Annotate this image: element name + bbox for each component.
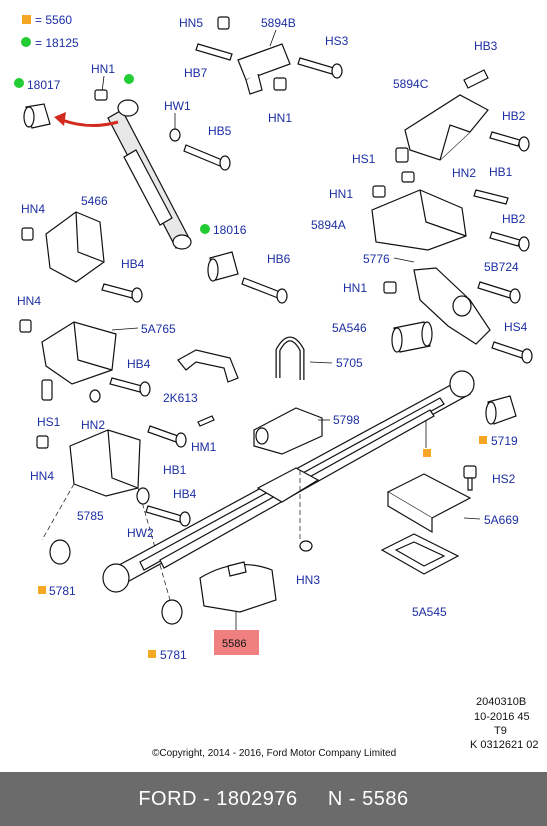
stamp-line-1: 2040310B	[476, 696, 526, 708]
label-hn1-right: HN1	[329, 187, 353, 201]
drawing-stamp: 2040310B 10-2016 45 T9 K 0312621 02	[470, 696, 539, 751]
label-hn1-right-2: HN1	[343, 281, 367, 295]
label-hn3: HN3	[296, 573, 320, 587]
label-hb6: HB6	[267, 252, 291, 266]
spec-marker-square-5781-a	[38, 586, 46, 594]
label-5b724: 5B724	[484, 260, 519, 274]
highlight-box-5586	[214, 630, 259, 655]
label-18016: 18016	[213, 223, 247, 237]
label-5466: 5466	[81, 194, 108, 208]
legend-circle-marker	[21, 37, 31, 47]
label-hb2-a: HB2	[502, 109, 526, 123]
bushing-18017: 18017	[14, 78, 61, 129]
stamp-line-3: T9	[494, 725, 507, 737]
legend-square-label: = 5560	[35, 13, 72, 27]
label-5776: 5776	[363, 252, 390, 266]
stamp-line-2: 10-2016 45	[474, 711, 530, 723]
removal-arrowhead	[54, 112, 66, 126]
label-hn2-left: HN2	[81, 418, 105, 432]
label-5705: 5705	[336, 356, 363, 370]
label-5a669: 5A669	[484, 513, 519, 527]
label-18017: 18017	[27, 78, 61, 92]
label-hb4-b: HB4	[127, 357, 151, 371]
legend-square-marker	[22, 15, 31, 24]
shock-spec-marker-top	[124, 74, 134, 84]
label-hn1-top: HN1	[91, 62, 115, 76]
label-hn2-right: HN2	[452, 166, 476, 180]
label-hs1-right: HS1	[352, 152, 376, 166]
label-5894a: 5894A	[311, 218, 346, 232]
label-5894b: 5894B	[261, 16, 296, 30]
label-hn4-a: HN4	[21, 202, 45, 216]
label-hb1-right: HB1	[489, 165, 513, 179]
footer-bar: FORD - 1802976 N - 5586	[0, 772, 547, 826]
legend-circle-label: = 18125	[35, 36, 79, 50]
bushing-18016-spec-marker	[200, 224, 210, 234]
label-hb4-a: HB4	[121, 257, 145, 271]
label-hs1-left: HS1	[37, 415, 61, 429]
copyright-notice: ©Copyright, 2014 - 2016, Ford Motor Comp…	[152, 748, 396, 759]
stamp-line-4: K 0312621 02	[470, 739, 539, 751]
label-5785: 5785	[77, 509, 104, 523]
leaf-spring-assembly	[102, 370, 475, 593]
label-hn5: HN5	[179, 16, 203, 30]
label-5a765: 5A765	[141, 322, 176, 336]
label-5894c: 5894C	[393, 77, 429, 91]
label-5719: 5719	[491, 434, 518, 448]
label-hn4-b: HN4	[17, 294, 41, 308]
bushing-spec-marker	[14, 78, 24, 88]
spec-marker-square-1	[423, 449, 431, 457]
u-bolt-5705	[275, 336, 305, 380]
label-hb3: HB3	[474, 39, 498, 53]
label-hn4-c: HN4	[30, 469, 54, 483]
label-5a546: 5A546	[332, 321, 367, 335]
label-hw1: HW1	[164, 99, 191, 113]
label-hs3: HS3	[325, 34, 349, 48]
label-5781-b: 5781	[160, 648, 187, 662]
shock-absorber	[107, 74, 192, 250]
parts-diagram: = 5560 = 18125 18017 HN1 HW1 HB5 18016 H…	[14, 13, 539, 759]
spec-marker-square-5719	[479, 436, 487, 444]
spec-marker-square-5781-b	[148, 650, 156, 658]
label-5798: 5798	[333, 413, 360, 427]
label-hb2-b: HB2	[502, 212, 526, 226]
label-5a545: 5A545	[412, 605, 447, 619]
label-hb4-c: HB4	[173, 487, 197, 501]
label-hn1-mid: HN1	[268, 111, 292, 125]
legend: = 5560 = 18125	[21, 13, 79, 50]
label-hb7: HB7	[184, 66, 208, 80]
label-5586: 5586	[222, 638, 246, 650]
label-hb1-left: HB1	[163, 463, 187, 477]
spacer-5586	[199, 561, 277, 613]
label-5781-a: 5781	[49, 584, 76, 598]
removal-arrow	[61, 118, 119, 127]
label-2k613: 2K613	[163, 391, 198, 405]
label-hb5: HB5	[208, 124, 232, 138]
label-hw2: HW2	[127, 526, 154, 540]
label-hm1: HM1	[191, 440, 217, 454]
footer-part-number: FORD - 1802976 N - 5586	[138, 787, 409, 810]
label-hs2: HS2	[492, 472, 516, 486]
label-hs4: HS4	[504, 320, 528, 334]
